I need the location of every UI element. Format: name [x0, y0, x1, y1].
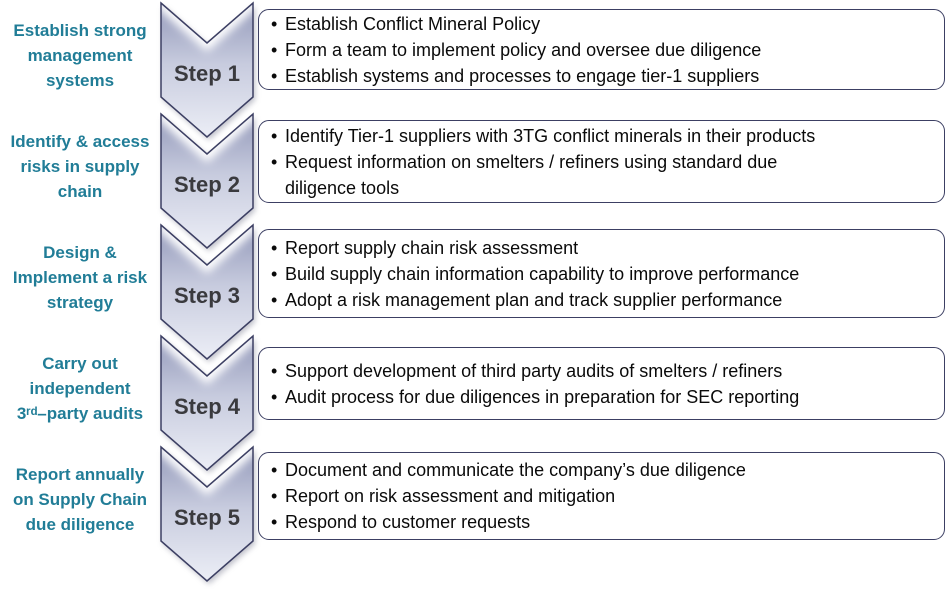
- bullet-item-text: Identify Tier-1 suppliers with 3TG confl…: [285, 125, 816, 146]
- detail-box-step-4: Support development of third party audit…: [258, 347, 945, 420]
- bullet-item-text: Support development of third party audit…: [285, 360, 783, 381]
- bullet-item-text: Report on risk assessment and mitigation: [285, 486, 616, 506]
- bullet-item: Form a team to implement policy and over…: [271, 37, 934, 63]
- step-label-2: Step 2: [174, 172, 240, 197]
- bullet-item: Establish systems and processes to engag…: [271, 63, 934, 89]
- step-label-5: Step 5: [174, 505, 240, 530]
- bullet-item-text: Build supply chain information capabilit…: [285, 263, 800, 284]
- bullet-item: Build supply chain information capabilit…: [271, 261, 934, 287]
- step-label-3: Step 3: [174, 283, 240, 308]
- bullet-list: Establish Conflict Mineral Policy Form a…: [271, 11, 934, 89]
- chevron-step-2: Step 2: [160, 113, 254, 249]
- detail-box-step-3: Report supply chain risk assessment Buil…: [258, 229, 945, 318]
- bullet-item-text: Establish systems and processes to engag…: [285, 65, 760, 86]
- bullet-item-text: Document and communicate the company’s d…: [285, 460, 746, 480]
- detail-box-step-5: Document and communicate the company’s d…: [258, 452, 945, 540]
- bullet-list: Document and communicate the company’s d…: [271, 457, 934, 535]
- bullet-item-text: Form a team to implement policy and over…: [285, 39, 762, 60]
- side-label-step-3: Design & Implement a risk strategy: [12, 243, 148, 312]
- bullet-item: Identify Tier-1 suppliers with 3TG confl…: [271, 123, 934, 149]
- bullet-list: Support development of third party audit…: [271, 358, 934, 410]
- side-label-step-1: Establish strong management systems: [13, 21, 147, 90]
- detail-box-step-1: Establish Conflict Mineral Policy Form a…: [258, 9, 945, 90]
- side-label-step-5: Report annually on Supply Chain due dili…: [12, 465, 148, 534]
- bullet-item: Report supply chain risk assessment: [271, 235, 934, 261]
- bullet-item-text: Respond to customer requests: [285, 512, 531, 532]
- side-label-step-2: Identify & access risks in supply chain: [10, 132, 150, 201]
- bullet-list: Identify Tier-1 suppliers with 3TG confl…: [271, 123, 934, 201]
- bullet-item-text: Audit process for due diligences in prep…: [285, 386, 800, 407]
- bullet-item: Establish Conflict Mineral Policy: [271, 11, 934, 37]
- bullet-item: Adopt a risk management plan and track s…: [271, 287, 934, 313]
- bullet-item: Respond to customer requests: [271, 509, 934, 535]
- step-label-1: Step 1: [174, 61, 240, 86]
- detail-box-step-2: Identify Tier-1 suppliers with 3TG confl…: [258, 120, 945, 203]
- bullet-item: Support development of third party audit…: [271, 358, 934, 384]
- step-label-4: Step 4: [174, 394, 241, 419]
- bullet-item: Document and communicate the company’s d…: [271, 457, 934, 483]
- chevron-step-5: Step 5: [160, 446, 254, 582]
- bullet-item: Request information on smelters / refine…: [271, 149, 934, 201]
- bullet-item-text: Report supply chain risk assessment: [285, 237, 579, 258]
- bullet-item-text: Adopt a risk management plan and track s…: [285, 289, 783, 310]
- bullet-item: Audit process for due diligences in prep…: [271, 384, 934, 410]
- bullet-list: Report supply chain risk assessment Buil…: [271, 235, 934, 313]
- bullet-item-text: Request information on smelters / refine…: [285, 151, 778, 198]
- bullet-item-text: Establish Conflict Mineral Policy: [285, 13, 541, 34]
- chevron-step-3: Step 3: [160, 224, 254, 360]
- bullet-item: Report on risk assessment and mitigation: [271, 483, 934, 509]
- chevron-step-4: Step 4: [160, 335, 254, 471]
- chevron-step-1: Step 1: [160, 2, 254, 138]
- side-label-step-4: Carry out independent 3ʳᵈ–party audits: [16, 354, 144, 423]
